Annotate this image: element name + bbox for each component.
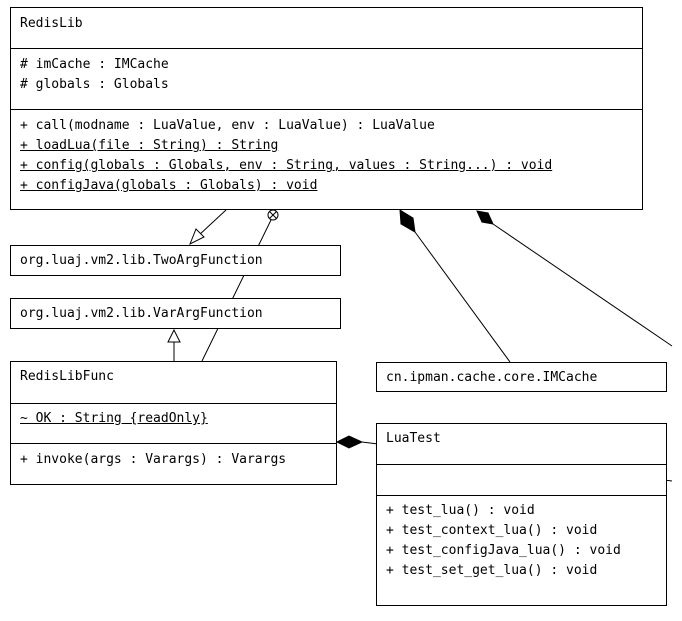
operation: + test_context_lua() : void (386, 523, 598, 538)
attribute: # imCache : IMCache (20, 57, 169, 72)
composition-diamond-imcache (399, 209, 416, 233)
attributes-section: ~ OK : String {readOnly} (11, 403, 336, 443)
composition-diamond-globals (476, 210, 494, 225)
class-name: RedisLib (20, 16, 83, 31)
nesting-line (201, 219, 272, 362)
operations-section: + test_lua() : void + test_context_lua()… (377, 495, 666, 581)
class-twoargfunction[interactable]: org.luaj.vm2.lib.TwoArgFunction (10, 245, 341, 276)
composition-line-imcache (414, 231, 511, 363)
class-redislib[interactable]: RedisLib # imCache : IMCache # globals :… (10, 7, 643, 210)
operation: + invoke(args : Varargs) : Varargs (20, 452, 287, 467)
class-name: LuaTest (386, 431, 441, 446)
static-attribute: ~ OK : String {readOnly} (20, 411, 208, 426)
static-operation: + configJava(globals : Globals) : void (20, 178, 318, 193)
operations-section: + invoke(args : Varargs) : Varargs (11, 443, 336, 470)
class-luatest[interactable]: LuaTest + test_lua() : void + test_conte… (376, 423, 667, 606)
class-varargfunction[interactable]: org.luaj.vm2.lib.VarArgFunction (10, 298, 341, 329)
class-imcache[interactable]: cn.ipman.cache.core.IMCache (376, 362, 667, 392)
generalization-arrowhead-twoarg (189, 228, 205, 246)
generalization-arrowhead-vararg (167, 328, 181, 343)
operation: + test_lua() : void (386, 503, 535, 518)
composition-diamond-luatest (335, 435, 364, 449)
class-name: cn.ipman.cache.core.IMCache (386, 370, 598, 385)
operation: + call(modname : LuaValue, env : LuaValu… (20, 118, 435, 133)
composition-line-globals (492, 223, 673, 347)
operations-section: + call(modname : LuaValue, env : LuaValu… (11, 109, 642, 209)
class-name: org.luaj.vm2.lib.TwoArgFunction (20, 253, 263, 268)
operation: + test_configJava_lua() : void (386, 543, 621, 558)
nesting-circle-icon (267, 209, 279, 221)
class-name: org.luaj.vm2.lib.VarArgFunction (20, 306, 263, 321)
class-redislibfunc[interactable]: RedisLibFunc ~ OK : String {readOnly} + … (10, 361, 337, 485)
attributes-section (377, 464, 666, 495)
operation: + test_set_get_lua() : void (386, 563, 598, 578)
static-operation: + loadLua(file : String) : String (20, 138, 279, 153)
attribute: # globals : Globals (20, 77, 169, 92)
static-operation: + config(globals : Globals, env : String… (20, 158, 553, 173)
class-name: RedisLibFunc (20, 369, 114, 384)
attributes-section: # imCache : IMCache # globals : Globals (11, 48, 642, 109)
generalization-line-redislib (197, 209, 227, 237)
